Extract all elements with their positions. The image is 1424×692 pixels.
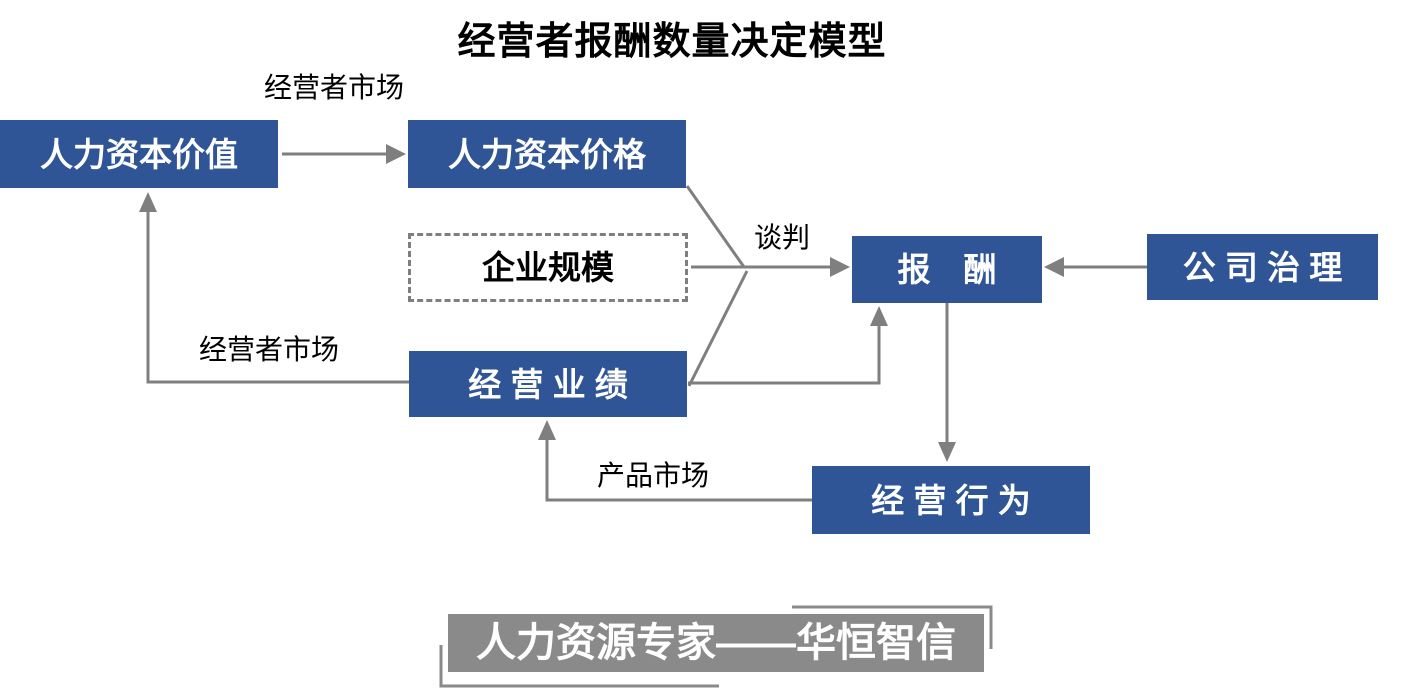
- arrow-performance-to-value: [139, 192, 409, 384]
- arrow-governance-to-compensation: [1044, 257, 1147, 277]
- node-business-behavior: 经 营 行 为: [812, 466, 1090, 534]
- node-human-capital-price: 人力资本价格: [408, 120, 686, 188]
- label-product-market: 产品市场: [597, 460, 710, 491]
- node-compensation: 报 酬: [852, 236, 1042, 303]
- line-performance-to-junction: [687, 270, 749, 387]
- arrow-behavior-to-performance: [538, 420, 812, 502]
- label-operator-market-top: 经营者市场: [264, 72, 405, 103]
- label-operator-market-left: 经营者市场: [199, 334, 340, 365]
- label-negotiation: 谈判: [754, 222, 811, 253]
- arrow-compensation-to-behavior: [938, 303, 956, 462]
- arrow-value-to-price: [282, 144, 406, 164]
- arrow-performance-to-compensation: [688, 306, 888, 385]
- page-title: 经营者报酬数量决定模型: [457, 21, 887, 63]
- watermark-bracket-top-right: [792, 605, 993, 649]
- watermark-banner: 人力资源专家——华恒智信: [448, 614, 984, 672]
- line-price-to-junction: [685, 185, 746, 268]
- node-human-capital-value: 人力资本价值: [0, 120, 278, 188]
- node-enterprise-scale: 企业规模: [408, 233, 688, 302]
- watermark-bracket-bottom-left: [439, 645, 719, 688]
- arrow-junction-to-compensation: [744, 257, 850, 277]
- node-corporate-governance: 公 司 治 理: [1147, 234, 1378, 300]
- node-business-performance: 经 营 业 绩: [409, 351, 687, 417]
